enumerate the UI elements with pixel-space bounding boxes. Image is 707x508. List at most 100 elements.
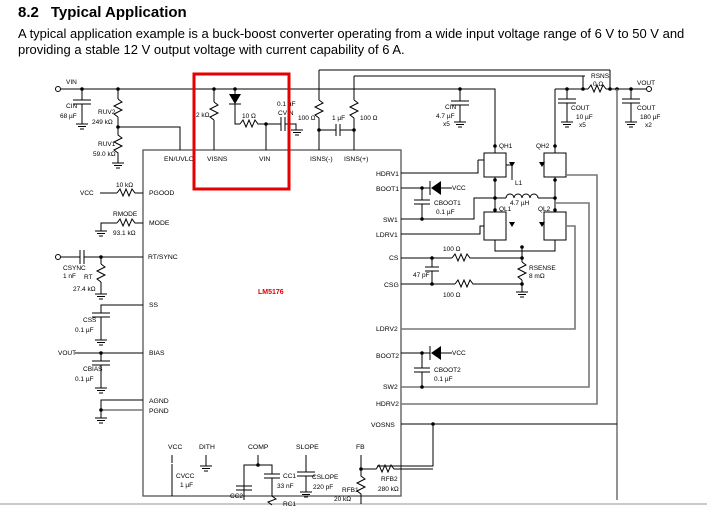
svg-text:10 µF: 10 µF: [576, 114, 593, 121]
svg-text:COUT: COUT: [571, 105, 589, 112]
current-sense-network: 100 Ω 47 pF 100 Ω RSENSE 8 mΩ: [401, 246, 556, 299]
pin-slope: SLOPE: [296, 444, 319, 451]
svg-text:CC1: CC1: [283, 473, 296, 480]
pin-bias: BIAS: [149, 350, 165, 357]
pgood-network: VCC 10 kΩ: [80, 182, 143, 198]
svg-text:0.1 µF: 0.1 µF: [434, 376, 453, 383]
pin-ss: SS: [149, 302, 159, 309]
pin-isns-neg: ISNS(-): [310, 156, 333, 163]
ruv-divider: RUV2 249 kΩ RUV1 59.0 kΩ: [92, 89, 181, 169]
boot2-network: VCC CBOOT2 0.1 µF: [401, 346, 466, 389]
ground-pins: [94, 399, 143, 424]
vcc-cap: CVCC 1 µF: [171, 455, 195, 496]
feedback-divider: RFB2 280 kΩ RFB1 20 kΩ: [334, 455, 433, 504]
vin-label: VIN: [66, 79, 77, 86]
svg-text:10 kΩ: 10 kΩ: [116, 182, 133, 189]
svg-text:QH2: QH2: [536, 143, 550, 150]
vin-terminal[interactable]: [55, 86, 61, 92]
section-number: 8.2: [18, 4, 39, 21]
svg-text:8 mΩ: 8 mΩ: [529, 273, 545, 280]
svg-text:COUT: COUT: [637, 105, 655, 112]
svg-text:1 µF: 1 µF: [180, 482, 193, 489]
svg-text:L1: L1: [515, 180, 523, 187]
svg-text:VCC: VCC: [452, 185, 466, 192]
svg-text:CVIN: CVIN: [278, 110, 294, 117]
diode-icon: [431, 181, 441, 195]
visns-resistor: 2 kΩ: [196, 89, 220, 150]
svg-text:RT: RT: [84, 274, 93, 281]
pin-sw2: SW2: [383, 384, 398, 391]
pin-hdrv2: HDRV2: [376, 401, 399, 408]
rt-sync-network: CSYNC 1 nF RT 27.4 kΩ: [55, 250, 143, 300]
svg-text:180 µF: 180 µF: [640, 114, 660, 121]
bias-network: VOUT CBIAS 0.1 µF: [58, 350, 143, 394]
pin-comp: COMP: [248, 444, 269, 451]
svg-text:VOUT: VOUT: [58, 350, 76, 357]
section-paragraph: A typical application example is a buck-…: [18, 26, 685, 57]
vout-terminal[interactable]: [646, 86, 652, 92]
pin-en-uvlo: EN/UVLO: [164, 156, 194, 163]
svg-text:220 pF: 220 pF: [313, 484, 333, 491]
svg-text:RSNS: RSNS: [591, 73, 610, 80]
svg-text:93.1 kΩ: 93.1 kΩ: [113, 230, 136, 237]
svg-text:RFB1: RFB1: [342, 487, 359, 494]
svg-text:VCC: VCC: [80, 190, 94, 197]
pin-dith: DITH: [199, 444, 215, 451]
vout-rail: RSNS 0 Ω VOUT COUT 10 µF x5 COUT 180 µF …: [554, 70, 660, 500]
isns-network: 100 Ω 1 µF 100 Ω: [298, 69, 610, 150]
pin-cs: CS: [389, 255, 399, 262]
svg-text:CSYNC: CSYNC: [63, 265, 86, 272]
svg-text:4.7 µH: 4.7 µH: [510, 200, 530, 207]
pin-visns: VISNS: [207, 156, 228, 163]
svg-text:CBOOT2: CBOOT2: [434, 367, 461, 374]
svg-text:CSLOPE: CSLOPE: [312, 474, 339, 481]
svg-text:x5: x5: [443, 121, 450, 128]
pin-isns-pos: ISNS(+): [344, 156, 368, 163]
svg-text:20 kΩ: 20 kΩ: [334, 496, 351, 503]
svg-text:0.1 µF: 0.1 µF: [75, 327, 94, 334]
pin-csg: CSG: [384, 282, 399, 289]
sync-terminal[interactable]: [55, 254, 61, 260]
svg-text:0.1 µF: 0.1 µF: [277, 101, 296, 108]
svg-text:QH1: QH1: [499, 143, 513, 150]
svg-text:RC1: RC1: [283, 501, 296, 508]
svg-text:CC2: CC2: [230, 493, 243, 500]
pin-fb: FB: [356, 444, 365, 451]
svg-text:0.1 µF: 0.1 µF: [436, 209, 455, 216]
svg-text:RMODE: RMODE: [113, 211, 138, 218]
pin-vosns: VOSNS: [371, 422, 395, 429]
pin-pgood: PGOOD: [149, 190, 174, 197]
comp-network: CC1 33 nF CC2 RC1: [230, 455, 296, 508]
svg-text:RSENSE: RSENSE: [529, 265, 556, 272]
svg-text:0 Ω: 0 Ω: [593, 81, 603, 88]
h-bridge: QH1 QH2 L1 4.7 µH QL1 QL2: [401, 143, 598, 405]
svg-text:RUV2: RUV2: [98, 109, 116, 116]
pin-boot1: BOOT1: [376, 186, 399, 193]
pin-rt-sync: RT/SYNC: [148, 254, 178, 261]
svg-text:100 Ω: 100 Ω: [360, 115, 378, 122]
svg-text:2 kΩ: 2 kΩ: [196, 112, 210, 119]
svg-text:CBOOT1: CBOOT1: [434, 200, 461, 207]
vin-filter: 10 Ω 0.1 µF CVIN: [229, 89, 304, 150]
pin-agnd: AGND: [149, 398, 169, 405]
dith-ground: [199, 455, 213, 472]
chip-name: LM5176: [258, 289, 284, 296]
svg-text:QL2: QL2: [538, 206, 551, 213]
svg-text:280 kΩ: 280 kΩ: [378, 486, 399, 493]
mode-network: RMODE 93.1 kΩ: [94, 211, 143, 237]
svg-text:100 Ω: 100 Ω: [443, 292, 461, 299]
svg-text:249 kΩ: 249 kΩ: [92, 119, 113, 126]
svg-text:10 Ω: 10 Ω: [242, 113, 256, 120]
pin-mode: MODE: [149, 220, 170, 227]
highlight-box: [192, 72, 291, 191]
svg-text:100 Ω: 100 Ω: [443, 246, 461, 253]
diode-icon: [431, 346, 441, 360]
svg-text:33 nF: 33 nF: [277, 483, 294, 490]
svg-text:1 nF: 1 nF: [63, 273, 76, 280]
inductor-icon: [505, 193, 539, 199]
pin-sw1: SW1: [383, 217, 398, 224]
svg-text:0.1 µF: 0.1 µF: [75, 376, 94, 383]
pin-boot2: BOOT2: [376, 353, 399, 360]
pin-vcc: VCC: [168, 444, 182, 451]
